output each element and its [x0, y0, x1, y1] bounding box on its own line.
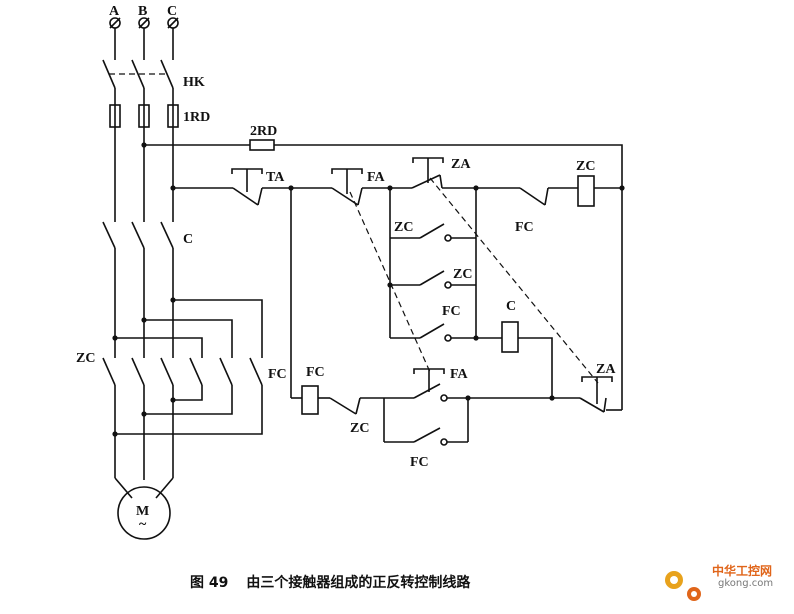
fa-top-label: FA [367, 170, 386, 185]
za-top-button-icon [411, 157, 444, 189]
gear-icon [665, 571, 701, 601]
zc-aux2-contact-icon [419, 270, 452, 289]
fc-aux-contact-icon [419, 323, 452, 342]
fc-main-contacts-icon [189, 350, 263, 386]
fc-bottom-contact-icon [413, 427, 448, 446]
za-top-label: ZA [451, 157, 471, 172]
fc-left-label: FC [268, 367, 287, 382]
fa-bottom-label: FA [450, 367, 469, 382]
za-right-button-icon [579, 376, 613, 413]
hk-label: HK [183, 75, 205, 90]
motor-tilde: ~ [139, 517, 147, 532]
c-coil-icon [501, 321, 519, 353]
zc-interlock-contact-icon [329, 397, 361, 415]
fc-coil-label: FC [306, 365, 325, 380]
power-lines: HK 1RD C [76, 28, 287, 499]
fc-coil-icon [301, 385, 319, 415]
c-coil-label: C [506, 299, 516, 314]
watermark-logo [665, 571, 701, 601]
figure-title: 由三个接触器组成的正反转控制线路 [246, 575, 471, 591]
fc-aux-label: FC [442, 304, 461, 319]
fc-contact-top-label: FC [515, 220, 534, 235]
zc-coil-label: ZC [576, 159, 595, 174]
fc-interlock-contact-icon [519, 187, 549, 206]
phase-a-label: A [109, 4, 120, 19]
za-linkage [429, 177, 599, 384]
ta-label: TA [266, 170, 285, 185]
fa-top-button-icon [331, 168, 363, 206]
fuse-2rd-icon [249, 139, 275, 151]
watermark-site-url: gkong.com [718, 578, 774, 589]
zc-main-contacts-icon [102, 350, 174, 386]
figure-caption: 图 49 由三个接触器组成的正反转控制线路 [190, 572, 470, 592]
fa-linkage [349, 191, 431, 373]
figure-number: 图 49 [190, 575, 229, 591]
1rd-label: 1RD [183, 110, 210, 125]
contactor-c-label: C [183, 232, 193, 247]
motor-icon: M ~ [117, 486, 171, 540]
motor-label: M [136, 504, 149, 519]
2rd-label: 2RD [250, 124, 277, 139]
control-circuit: 2RD TA FA ZA [144, 124, 625, 470]
hk-switch-icon [102, 59, 174, 89]
zc-aux1-label: ZC [394, 220, 413, 235]
phase-terminals: A B C [109, 4, 179, 29]
fa-bottom-button-icon [413, 368, 448, 402]
fc-bottom-label: FC [410, 455, 429, 470]
watermark-site-cn: 中华工控网 [712, 564, 773, 578]
ta-stop-button-icon [231, 168, 263, 206]
fuse-1rd-icon [109, 104, 179, 128]
za-right-label: ZA [596, 362, 616, 377]
zc-left-label: ZC [76, 351, 95, 366]
contactor-c-main-icon [102, 215, 174, 249]
zc-aux2-label: ZC [453, 267, 472, 282]
phase-b-label: B [138, 4, 147, 19]
phase-c-label: C [167, 4, 177, 19]
zc-coil-icon [577, 175, 595, 207]
zc-bottom-label: ZC [350, 421, 369, 436]
zc-aux1-contact-icon [419, 223, 452, 242]
